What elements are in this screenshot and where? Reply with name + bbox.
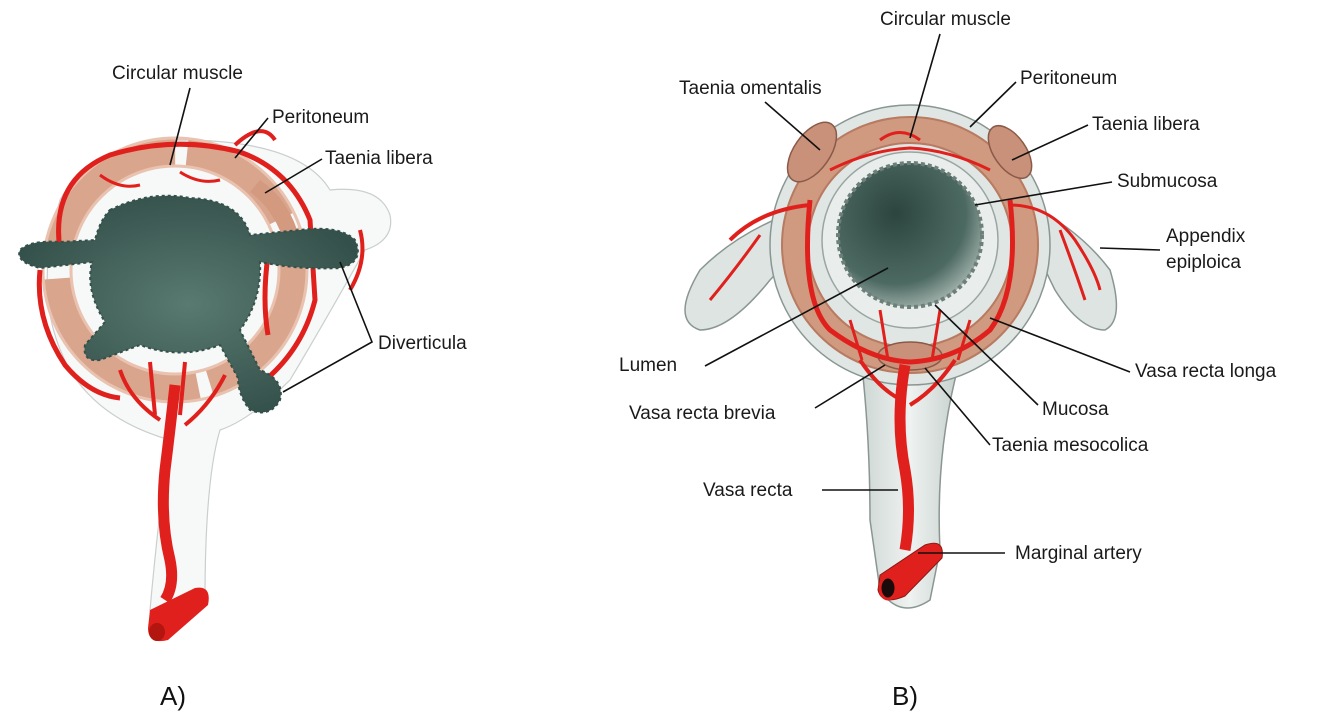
label-b-submucosa: Submucosa [1117, 171, 1218, 192]
label-a-diverticula: Diverticula [378, 333, 467, 354]
label-b-circular-muscle: Circular muscle [880, 9, 1011, 30]
lumen-b [838, 163, 982, 307]
panel-label-b: B) [892, 681, 918, 711]
label-b-taenia-omentalis: Taenia omentalis [679, 78, 822, 99]
label-a-peritoneum: Peritoneum [272, 107, 369, 128]
label-b-taenia-libera: Taenia libera [1092, 114, 1200, 135]
label-b-mucosa: Mucosa [1042, 399, 1109, 420]
marginal-artery-a-lumen [149, 623, 165, 641]
label-b-taenia-mesocolica: Taenia mesocolica [992, 435, 1149, 456]
label-b-appendix-line2: epiploica [1166, 252, 1241, 273]
label-b-lumen: Lumen [619, 355, 677, 376]
leader-b-peritoneum [970, 82, 1016, 127]
panel-a-illustration [19, 131, 391, 641]
label-b-marginal-artery: Marginal artery [1015, 543, 1142, 564]
panel-b-illustration [685, 105, 1116, 608]
label-b-peritoneum: Peritoneum [1020, 68, 1117, 89]
label-b-appendix-line1: Appendix [1166, 226, 1246, 247]
panel-label-a: A) [160, 681, 186, 711]
label-b-vasa-recta: Vasa recta [703, 480, 793, 501]
leader-b-taenia-omentalis [765, 102, 820, 150]
marginal-artery-b-lumen [880, 577, 896, 599]
label-b-vasa-recta-longa: Vasa recta longa [1135, 361, 1277, 382]
leader-b-appendix [1100, 248, 1160, 250]
label-a-circular-muscle: Circular muscle [112, 63, 243, 84]
label-b-vasa-recta-brevia: Vasa recta brevia [629, 403, 776, 424]
label-a-taenia-libera: Taenia libera [325, 148, 433, 169]
